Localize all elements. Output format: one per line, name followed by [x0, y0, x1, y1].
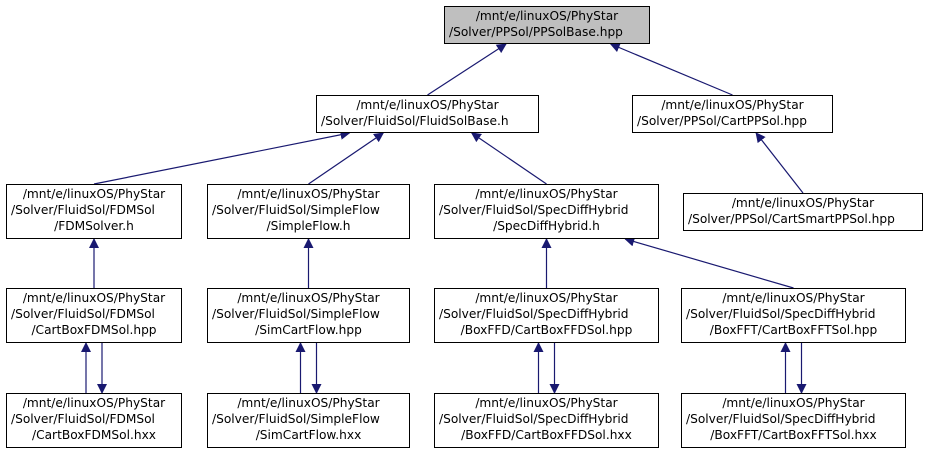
node-line: /FDMSolver.h: [54, 219, 134, 233]
node-line: /mnt/e/linuxOS/PhyStar: [237, 396, 380, 410]
node-cartboxfftsol-hpp[interactable]: /mnt/e/linuxOS/PhyStar /Solver/FluidSol/…: [681, 288, 906, 343]
node-line: /Solver/PPSol/CartPPSol.hpp: [637, 114, 808, 128]
edge-cartboxfft_hpp-to-specdiff: [624, 236, 794, 289]
node-line: /SimCartFlow.hxx: [255, 428, 362, 442]
node-line: /SimCartFlow.hpp: [255, 323, 362, 337]
node-line: /Solver/FluidSol/SimpleFlow: [212, 307, 380, 321]
node-line: /Solver/FluidSol/SpecDiffHybrid: [439, 412, 629, 426]
node-line: /mnt/e/linuxOS/PhyStar: [475, 291, 618, 305]
node-cartboxffdsol-hpp[interactable]: /mnt/e/linuxOS/PhyStar /Solver/FluidSol/…: [434, 288, 659, 343]
node-line: /Solver/FluidSol/FluidSolBase.h: [321, 114, 509, 128]
node-cartboxfdmsol-hpp[interactable]: /mnt/e/linuxOS/PhyStar /Solver/FluidSol/…: [6, 288, 182, 343]
node-line: /Solver/PPSol/PPSolBase.hpp: [449, 25, 623, 39]
node-line: /Solver/FluidSol/SimpleFlow: [212, 412, 380, 426]
node-line: /mnt/e/linuxOS/PhyStar: [722, 396, 865, 410]
node-simcartflow-hxx[interactable]: /mnt/e/linuxOS/PhyStar /Solver/FluidSol/…: [207, 393, 410, 448]
node-cartppsol-hpp[interactable]: /mnt/e/linuxOS/PhyStar /Solver/PPSol/Car…: [632, 95, 833, 133]
node-line: /mnt/e/linuxOS/PhyStar: [475, 396, 618, 410]
node-cartboxfdmsol-hxx[interactable]: /mnt/e/linuxOS/PhyStar /Solver/FluidSol/…: [6, 393, 182, 448]
node-fluidsolbase-h[interactable]: /mnt/e/linuxOS/PhyStar /Solver/FluidSol/…: [316, 95, 539, 133]
node-specdiffhybrid-h[interactable]: /mnt/e/linuxOS/PhyStar /Solver/FluidSol/…: [434, 184, 659, 239]
node-line: /mnt/e/linuxOS/PhyStar: [22, 396, 166, 410]
node-line: /BoxFFT/CartBoxFFTSol.hpp: [709, 323, 878, 337]
node-line: /mnt/e/linuxOS/PhyStar: [475, 9, 619, 23]
node-line: /SimpleFlow.h: [266, 219, 351, 233]
node-cartsmartppsol-hpp[interactable]: /mnt/e/linuxOS/PhyStar /Solver/PPSol/Car…: [683, 193, 923, 231]
node-line: /BoxFFD/CartBoxFFDSol.hxx: [461, 428, 632, 442]
node-line: /Solver/FluidSol/SpecDiffHybrid: [686, 307, 876, 321]
node-line: /Solver/FluidSol/SpecDiffHybrid: [439, 307, 629, 321]
node-line: /Solver/PPSol/CartSmartPPSol.hpp: [688, 212, 895, 226]
node-line: /Solver/FluidSol/SpecDiffHybrid: [439, 203, 629, 217]
edge-specdiff-to-fluidsolbase: [470, 132, 547, 185]
node-cartboxfftsol-hxx[interactable]: /mnt/e/linuxOS/PhyStar /Solver/FluidSol/…: [681, 393, 906, 448]
node-line: /mnt/e/linuxOS/PhyStar: [356, 98, 499, 112]
edge-fluidsolbase-to-ppsolbase: [427, 43, 507, 96]
node-line: /mnt/e/linuxOS/PhyStar: [237, 291, 380, 305]
node-line: /Solver/FluidSol/FDMSol: [11, 412, 155, 426]
node-line: /Solver/FluidSol/FDMSol: [11, 203, 155, 217]
edge-cartppsol-to-ppsolbase: [609, 42, 733, 96]
node-line: /mnt/e/linuxOS/PhyStar: [731, 196, 875, 210]
edge-cartsmart-to-cartppsol: [755, 132, 804, 194]
node-simpleflow-h[interactable]: /mnt/e/linuxOS/PhyStar /Solver/FluidSol/…: [207, 184, 410, 239]
node-ppsolbase-hpp: /mnt/e/linuxOS/PhyStar /Solver/PPSol/PPS…: [444, 6, 650, 44]
node-line: /Solver/FluidSol/SimpleFlow: [212, 203, 380, 217]
edge-simpleflow-to-fluidsolbase: [308, 132, 385, 185]
node-line: /mnt/e/linuxOS/PhyStar: [722, 291, 865, 305]
node-line: /mnt/e/linuxOS/PhyStar: [661, 98, 804, 112]
edge-fdmsolver-to-fluidsolbase: [93, 129, 351, 185]
node-cartboxffdsol-hxx[interactable]: /mnt/e/linuxOS/PhyStar /Solver/FluidSol/…: [434, 393, 659, 448]
node-line: /mnt/e/linuxOS/PhyStar: [475, 187, 618, 201]
node-simcartflow-hpp[interactable]: /mnt/e/linuxOS/PhyStar /Solver/FluidSol/…: [207, 288, 410, 343]
node-line: /mnt/e/linuxOS/PhyStar: [237, 187, 380, 201]
node-line: /Solver/FluidSol/SpecDiffHybrid: [686, 412, 876, 426]
node-line: /Solver/FluidSol/FDMSol: [11, 307, 155, 321]
node-line: /BoxFFD/CartBoxFFDSol.hpp: [460, 323, 633, 337]
node-line: /SpecDiffHybrid.h: [493, 219, 600, 233]
node-line: /mnt/e/linuxOS/PhyStar: [22, 187, 166, 201]
node-fdmsolver-h[interactable]: /mnt/e/linuxOS/PhyStar /Solver/FluidSol/…: [6, 184, 182, 239]
node-line: /CartBoxFDMSol.hpp: [31, 323, 157, 337]
node-line: /BoxFFT/CartBoxFFTSol.hxx: [710, 428, 877, 442]
node-line: /mnt/e/linuxOS/PhyStar: [22, 291, 166, 305]
node-line: /CartBoxFDMSol.hxx: [31, 428, 157, 442]
